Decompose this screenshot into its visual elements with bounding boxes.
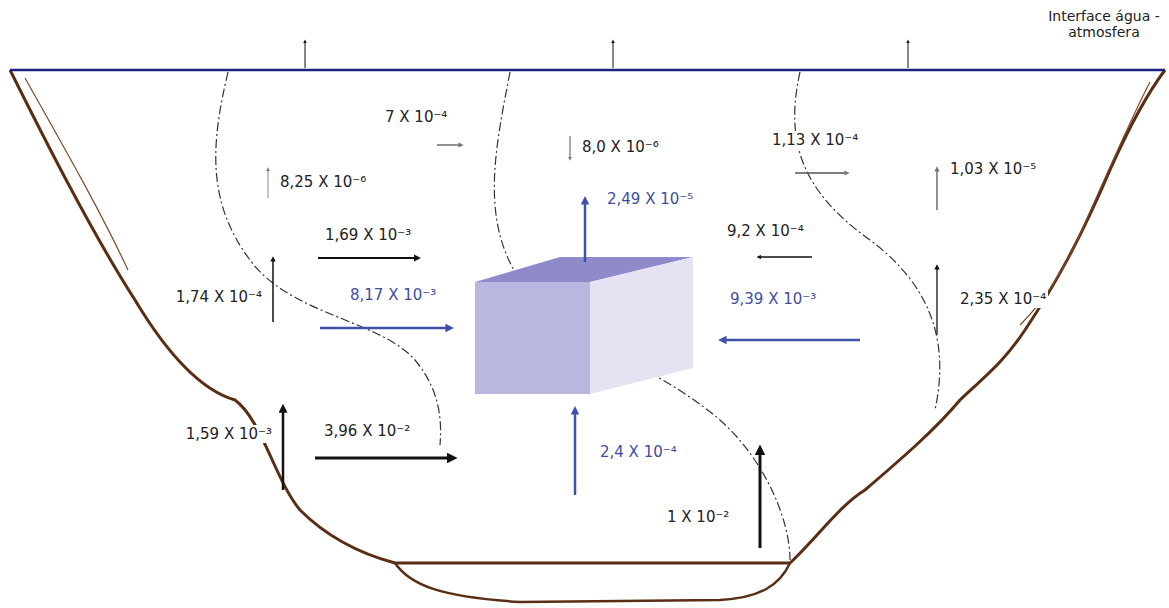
flux-arrow bbox=[760, 256, 812, 257]
water-surface bbox=[10, 69, 1165, 72]
flux-value: 8,0 X 10⁻⁶ bbox=[580, 138, 661, 156]
channel-bank bbox=[10, 70, 1165, 563]
flux-arrow bbox=[584, 202, 587, 262]
flux-arrow bbox=[320, 327, 448, 330]
channel-bed bbox=[395, 563, 790, 602]
boundary-line bbox=[216, 72, 441, 445]
flux-value: 1,03 X 10⁻⁵ bbox=[948, 160, 1038, 178]
flux-value: 2,49 X 10⁻⁵ bbox=[605, 190, 695, 208]
flux-value: 7 X 10⁻⁴ bbox=[383, 108, 449, 126]
flux-value: 9,39 X 10⁻³ bbox=[728, 290, 818, 308]
flux-value: 1,74 X 10⁻⁴ bbox=[174, 288, 264, 306]
flux-value: 1 X 10⁻² bbox=[665, 508, 731, 526]
flux-arrow bbox=[437, 144, 460, 145]
flux-arrow bbox=[724, 339, 860, 342]
flux-arrow bbox=[574, 412, 577, 495]
flux-arrow bbox=[305, 42, 306, 68]
flux-value: 8,25 X 10⁻⁶ bbox=[278, 173, 368, 191]
flux-arrow bbox=[936, 268, 938, 335]
flux-arrow bbox=[570, 136, 571, 158]
flux-value: 2,35 X 10⁻⁴ bbox=[958, 290, 1048, 308]
flux-arrow bbox=[908, 42, 909, 68]
interface-label: Interface água - atmosfera bbox=[1043, 8, 1165, 40]
flux-arrow bbox=[795, 172, 846, 173]
flux-arrow bbox=[613, 42, 614, 68]
control-volume-cube bbox=[475, 257, 693, 394]
flux-value: 2,4 X 10⁻⁴ bbox=[598, 443, 679, 461]
flux-value: 1,69 X 10⁻³ bbox=[323, 226, 413, 244]
flux-arrow bbox=[272, 260, 274, 322]
boundary-line bbox=[795, 72, 940, 410]
flux-value: 1,59 X 10⁻³ bbox=[184, 425, 274, 443]
flux-value: 8,17 X 10⁻³ bbox=[348, 286, 438, 304]
flux-arrow bbox=[318, 257, 416, 259]
flux-arrow bbox=[268, 170, 269, 198]
flux-arrow bbox=[759, 452, 762, 548]
flux-value: 3,96 X 10⁻² bbox=[322, 422, 412, 440]
flux-value: 9,2 X 10⁻⁴ bbox=[725, 222, 806, 240]
flux-arrow bbox=[936, 170, 937, 210]
flux-arrow bbox=[282, 410, 285, 490]
flux-value: 1,13 X 10⁻⁴ bbox=[770, 131, 860, 149]
flux-arrow bbox=[315, 457, 450, 460]
